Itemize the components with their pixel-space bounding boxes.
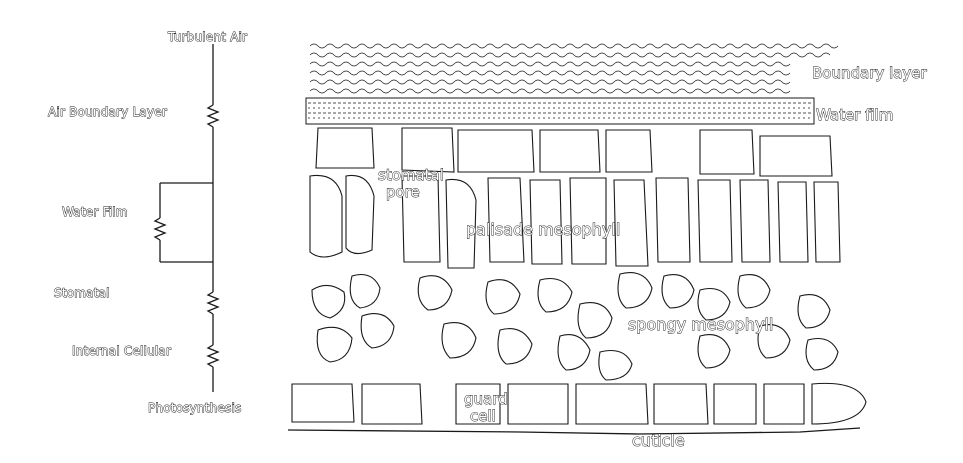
label-spongy-mesophyll: spongy mesophyll (628, 315, 773, 334)
label-air-boundary-layer: Air Boundary Layer (48, 105, 167, 119)
label-stomatal-pore-line2: pore (386, 183, 420, 201)
water-film-band (305, 97, 815, 125)
label-cuticle: cuticle (632, 431, 685, 450)
label-boundary-layer: Boundary layer (812, 64, 927, 82)
lower-epidermis (291, 382, 867, 425)
label-water-film-leaf: Water film (816, 106, 893, 124)
upper-epidermis (315, 127, 833, 177)
label-turbulent-air: Turbulent Air (167, 30, 247, 44)
label-water-film: Water Film (62, 205, 128, 219)
spongy-mesophyll-cells (311, 272, 839, 381)
boundary-layer-waves-icon (309, 43, 839, 94)
label-stomatal: Stomatal (54, 286, 110, 300)
palisade-mesophyll-cells (309, 174, 841, 269)
label-guard-cell-line1: guard (464, 390, 508, 408)
label-guard-cell-line2: cell (470, 407, 496, 425)
resistor-internal-cellular-icon (206, 344, 220, 368)
resistor-air-boundary-icon (206, 104, 220, 128)
label-internal-cellular: Internal Cellular (72, 344, 171, 358)
leaf-cross-section: Boundary layer Water film stomatal pore … (287, 43, 928, 450)
resistance-circuit: Turbulent Air Air Boundary Layer Water F… (48, 30, 248, 416)
label-photosynthesis: Photosynthesis (148, 401, 242, 415)
water-film-droplets-icon (308, 102, 812, 119)
resistor-water-film-icon (153, 217, 167, 241)
cuticle-line (287, 427, 861, 435)
label-stomatal-pore-line1: stomatal (378, 166, 444, 184)
resistor-stomatal-icon (206, 291, 220, 315)
label-palisade-mesophyll: palisade mesophyll (466, 220, 620, 239)
